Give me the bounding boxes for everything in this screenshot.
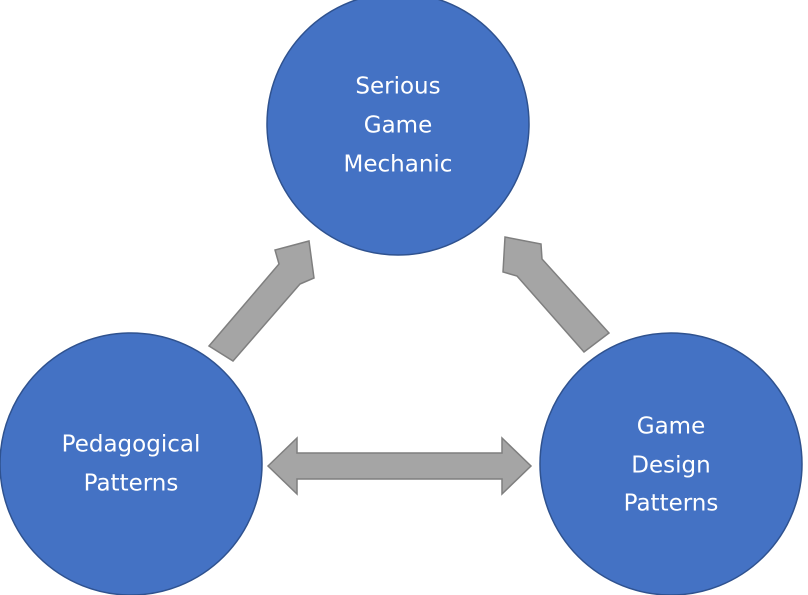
node-pedagogical-patterns-label-line2: Patterns <box>84 471 179 497</box>
node-pedagogical-patterns: Pedagogical Patterns <box>0 332 263 595</box>
node-game-design-patterns-label-line3: Patterns <box>624 491 719 517</box>
node-serious-game-mechanic-label-line1: Serious <box>355 74 440 100</box>
node-game-design-patterns-label-line1: Game <box>637 414 705 440</box>
node-serious-game-mechanic-label-line2: Game <box>364 113 432 139</box>
node-pedagogical-patterns-label-line1: Pedagogical <box>62 432 201 458</box>
node-game-design-patterns: Game Design Patterns <box>539 332 803 595</box>
node-serious-game-mechanic-label-line3: Mechanic <box>344 152 453 178</box>
node-serious-game-mechanic: Serious Game Mechanic <box>266 0 530 256</box>
arrow-design-to-mechanic <box>502 236 611 354</box>
arrow-pedagogical-design-bidirectional <box>266 436 533 496</box>
node-game-design-patterns-label-line2: Design <box>631 453 710 479</box>
arrow-pedagogical-to-mechanic <box>207 240 315 362</box>
